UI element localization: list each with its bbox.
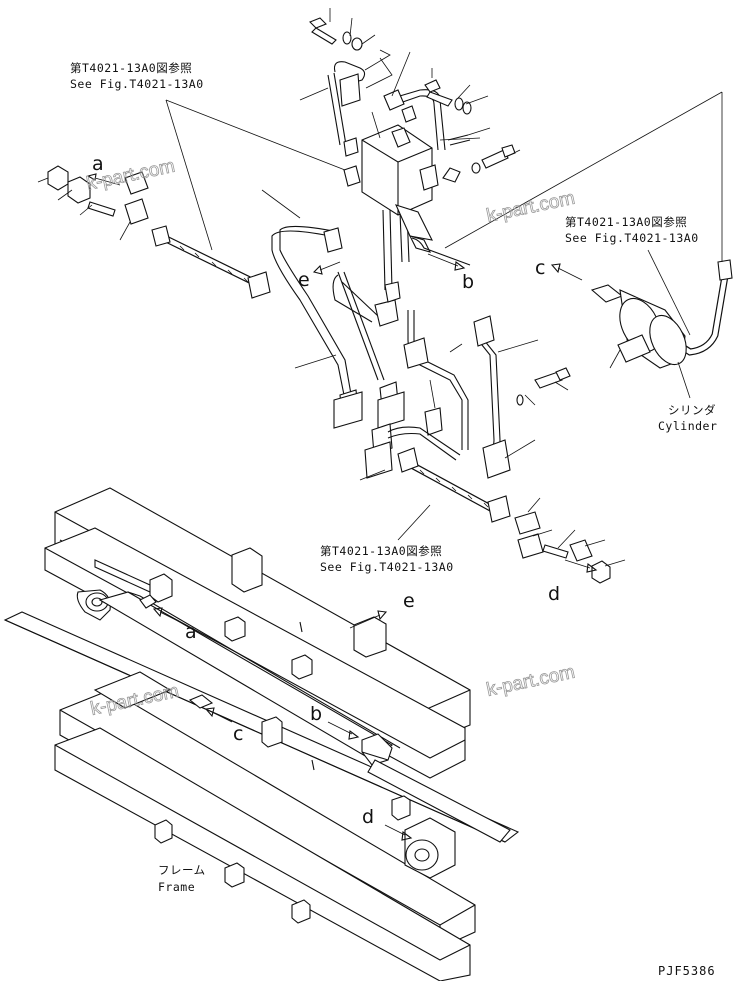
frame-label-jp: フレーム	[158, 863, 206, 877]
frame-label-en: Frame	[158, 880, 195, 894]
frame-assembly	[3, 487, 520, 981]
watermark-2: k-part.com	[485, 188, 577, 227]
letter-d-bottom: d	[362, 806, 374, 828]
reference-2-jp: 第T4021-13A0図参照	[565, 215, 687, 229]
letter-c-top: c	[535, 257, 545, 279]
reference-3-en: See Fig.T4021-13A0	[320, 560, 454, 574]
letter-a-top: a	[92, 153, 104, 175]
reference-2-en: See Fig.T4021-13A0	[565, 231, 699, 245]
letter-b-top: b	[462, 271, 474, 293]
fitting-group-a	[47, 165, 149, 225]
hoses	[151, 225, 733, 523]
letter-e-top: e	[298, 269, 310, 291]
cylinder-label-jp: シリンダ	[668, 403, 716, 417]
cylinder-label-en: Cylinder	[658, 419, 717, 433]
reference-1-en: See Fig.T4021-13A0	[70, 77, 204, 91]
drawing-code: PJF5386	[658, 964, 716, 978]
fitting-group-d	[514, 511, 611, 584]
letter-c-bottom: c	[233, 723, 243, 745]
reference-1-jp: 第T4021-13A0図参照	[70, 61, 192, 75]
valve-assembly	[271, 17, 571, 479]
flow-arrows	[86, 173, 598, 841]
letter-b-bottom: b	[310, 703, 322, 725]
letter-a-bottom: a	[185, 621, 197, 643]
letter-d-top: d	[548, 583, 560, 605]
watermark-3: k-part.com	[485, 662, 577, 701]
letter-e-bottom: e	[403, 590, 415, 612]
reference-3-jp: 第T4021-13A0図参照	[320, 544, 442, 558]
leader-lines	[37, 8, 723, 567]
frame-cylinder	[76, 589, 511, 879]
cylinder-part	[590, 284, 687, 369]
